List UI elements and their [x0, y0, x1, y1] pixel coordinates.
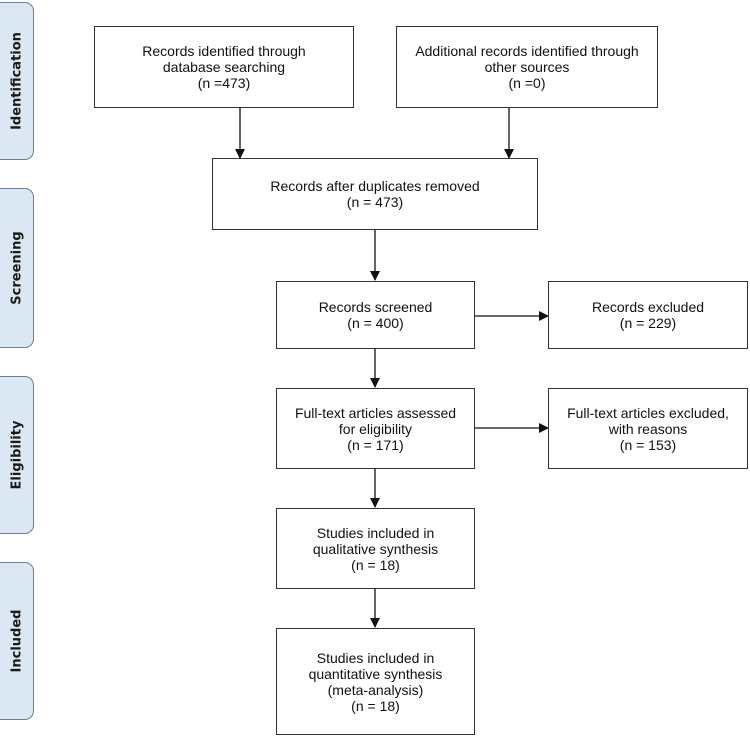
box-text: (n = 153) — [619, 436, 677, 453]
box-text: Records after duplicates removed — [270, 178, 480, 194]
box-text: other sources — [484, 59, 570, 75]
box-text: Additional records identified through — [415, 43, 639, 59]
box-text: for eligibility — [338, 420, 413, 437]
box-text: (n = 171) — [347, 436, 404, 453]
box-text: (n = 473) — [346, 194, 404, 210]
box-text: (n = 400) — [347, 315, 404, 331]
phase-label: Screening — [9, 231, 24, 305]
box-text: (n = 229) — [619, 315, 677, 331]
box-text: (n =473) — [197, 75, 251, 91]
box-text: (n = 18) — [351, 556, 400, 573]
box-text: Records screened — [318, 299, 433, 315]
phase-label: Identification — [9, 32, 24, 130]
box-text: database searching — [162, 59, 286, 75]
box-text: qualitative synthesis — [312, 540, 439, 557]
phase-eligibility: Eligibility — [0, 376, 34, 534]
additional-records-box: Additional records identified through ot… — [396, 26, 658, 108]
box-text: (n =0) — [508, 75, 546, 91]
box-text: (meta-analysis) — [327, 681, 424, 698]
box-text: with reasons — [608, 420, 688, 437]
box-text: Studies included in — [316, 524, 435, 541]
phase-label: Included — [9, 609, 24, 673]
records-screened-box: Records screened (n = 400) — [276, 281, 475, 349]
box-text: quantitative synthesis — [308, 665, 443, 682]
qualitative-synthesis-box: Studies included in qualitative synthesi… — [276, 508, 475, 589]
phase-screening: Screening — [0, 188, 34, 348]
box-text: Full-text articles assessed — [294, 404, 457, 421]
box-text: Records identified through — [142, 43, 306, 59]
records-excluded-box: Records excluded (n = 229) — [548, 281, 748, 349]
duplicates-removed-box: Records after duplicates removed (n = 47… — [212, 158, 538, 230]
fulltext-excluded-box: Full-text articles excluded, with reason… — [548, 388, 748, 469]
phase-label: Eligibility — [9, 420, 24, 490]
fulltext-assessed-box: Full-text articles assessed for eligibil… — [276, 388, 475, 469]
records-identified-database-box: Records identified through database sear… — [94, 26, 354, 108]
phase-identification: Identification — [0, 2, 34, 160]
quantitative-synthesis-box: Studies included in quantitative synthes… — [276, 628, 475, 735]
box-text: Studies included in — [316, 649, 435, 666]
phase-included: Included — [0, 562, 34, 720]
box-text: Records excluded — [591, 299, 705, 315]
box-text: Full-text articles excluded, — [567, 404, 729, 421]
box-text: (n = 18) — [351, 697, 400, 714]
